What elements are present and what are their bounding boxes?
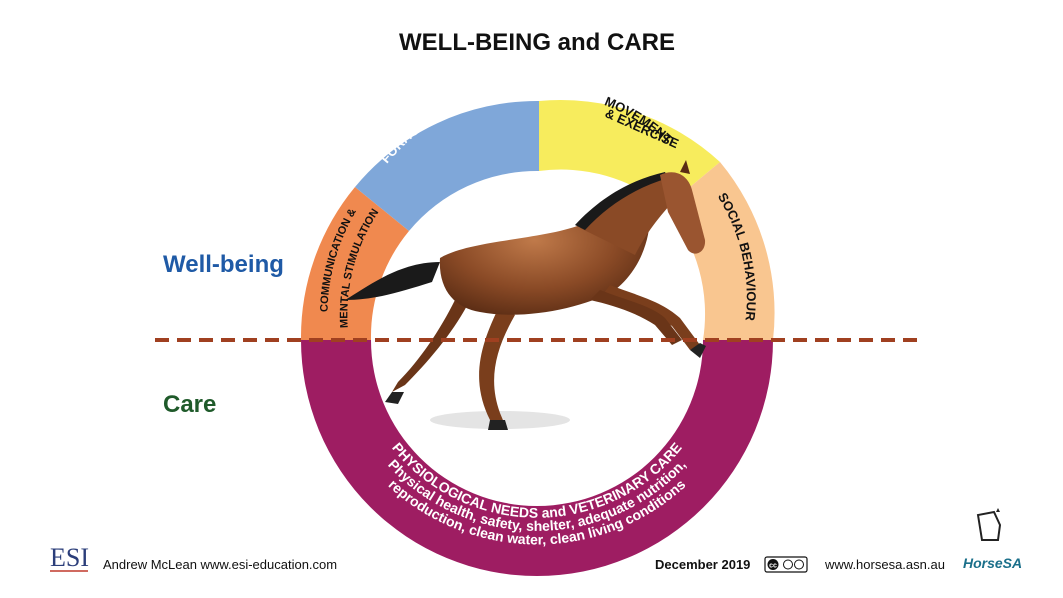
svg-text:ESI: ESI <box>50 543 89 572</box>
care-section-label: Care <box>163 391 216 418</box>
segment-care <box>301 340 773 576</box>
creative-commons-icon: cc <box>764 556 808 573</box>
horsesa-logo: HorseSA <box>963 508 1022 571</box>
segment-communication <box>300 187 409 340</box>
wellbeing-label: Well-being <box>163 251 284 278</box>
segment-foraging <box>355 100 539 231</box>
footer-author: Andrew McLean www.esi-education.com <box>103 557 338 572</box>
esi-logo: ESI <box>50 543 89 572</box>
footer-date: December 2019 <box>655 557 751 572</box>
svg-text:cc: cc <box>769 563 777 570</box>
svg-text:HorseSA: HorseSA <box>963 555 1022 571</box>
footer-website[interactable]: www.horsesa.asn.au <box>825 557 945 572</box>
horse-icon <box>345 160 706 430</box>
page-title: WELL-BEING and CARE <box>399 29 675 56</box>
